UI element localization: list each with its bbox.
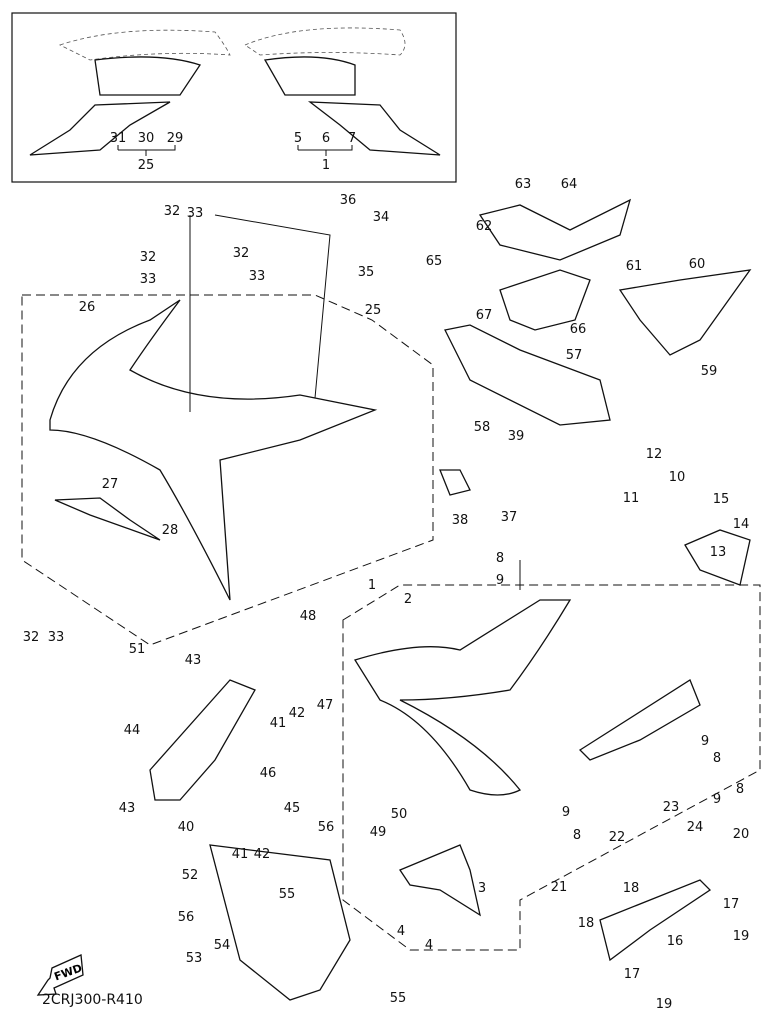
callout-4: 4 bbox=[425, 938, 433, 953]
inset-decals-panel bbox=[11, 12, 457, 183]
callout-35: 35 bbox=[358, 265, 375, 280]
callout-33: 33 bbox=[48, 630, 65, 645]
callout-19: 19 bbox=[656, 997, 673, 1012]
callout-53: 53 bbox=[186, 951, 203, 966]
callout-17: 17 bbox=[624, 967, 641, 982]
callout-29: 29 bbox=[167, 131, 184, 146]
callout-56: 56 bbox=[178, 910, 195, 925]
callout-58: 58 bbox=[474, 420, 491, 435]
callout-14: 14 bbox=[733, 517, 750, 532]
fairing-drawings bbox=[21, 198, 761, 1001]
callout-26: 26 bbox=[79, 300, 96, 315]
callout-43: 43 bbox=[119, 801, 136, 816]
callout-36: 36 bbox=[340, 193, 357, 208]
callout-9: 9 bbox=[496, 573, 504, 588]
callout-4: 4 bbox=[397, 924, 405, 939]
callout-67: 67 bbox=[476, 308, 493, 323]
callout-32: 32 bbox=[164, 204, 181, 219]
callout-61: 61 bbox=[626, 259, 643, 274]
callout-15: 15 bbox=[713, 492, 730, 507]
callout-44: 44 bbox=[124, 723, 141, 738]
callout-40: 40 bbox=[178, 820, 195, 835]
callout-49: 49 bbox=[370, 825, 387, 840]
callout-45: 45 bbox=[284, 801, 301, 816]
callout-55: 55 bbox=[390, 991, 407, 1006]
callout-6: 6 bbox=[322, 131, 330, 146]
callout-51: 51 bbox=[129, 642, 146, 657]
fwd-arrow-icon: FWD bbox=[36, 954, 84, 996]
callout-64: 64 bbox=[561, 177, 578, 192]
callout-41: 41 bbox=[232, 847, 249, 862]
callout-17: 17 bbox=[723, 897, 740, 912]
callout-22: 22 bbox=[609, 830, 626, 845]
callout-23: 23 bbox=[663, 800, 680, 815]
callout-13: 13 bbox=[710, 545, 727, 560]
callout-19: 19 bbox=[733, 929, 750, 944]
callout-60: 60 bbox=[689, 257, 706, 272]
callout-8: 8 bbox=[496, 551, 504, 566]
callout-52: 52 bbox=[182, 868, 199, 883]
callout-8: 8 bbox=[713, 751, 721, 766]
callout-34: 34 bbox=[373, 210, 390, 225]
callout-9: 9 bbox=[562, 805, 570, 820]
callout-32: 32 bbox=[140, 250, 157, 265]
callout-41: 41 bbox=[270, 716, 287, 731]
callout-10: 10 bbox=[669, 470, 686, 485]
callout-8: 8 bbox=[736, 782, 744, 797]
callout-20: 20 bbox=[733, 827, 750, 842]
callout-9: 9 bbox=[713, 792, 721, 807]
callout-66: 66 bbox=[570, 322, 587, 337]
callout-42: 42 bbox=[254, 847, 271, 862]
callout-32: 32 bbox=[233, 246, 250, 261]
callout-3: 3 bbox=[478, 881, 486, 896]
callout-48: 48 bbox=[300, 609, 317, 624]
callout-37: 37 bbox=[501, 510, 518, 525]
callout-42: 42 bbox=[289, 706, 306, 721]
callout-63: 63 bbox=[515, 177, 532, 192]
callout-5: 5 bbox=[294, 131, 302, 146]
callout-1: 1 bbox=[322, 158, 330, 173]
callout-25: 25 bbox=[138, 158, 155, 173]
callout-12: 12 bbox=[646, 447, 663, 462]
callout-38: 38 bbox=[452, 513, 469, 528]
callout-11: 11 bbox=[623, 491, 640, 506]
callout-33: 33 bbox=[187, 206, 204, 221]
callout-47: 47 bbox=[317, 698, 334, 713]
callout-32: 32 bbox=[23, 630, 40, 645]
diagram-code: 2CRJ300-R410 bbox=[42, 992, 143, 1008]
callout-16: 16 bbox=[667, 934, 684, 949]
callout-25: 25 bbox=[365, 303, 382, 318]
callout-30: 30 bbox=[138, 131, 155, 146]
callout-55: 55 bbox=[279, 887, 296, 902]
callout-65: 65 bbox=[426, 254, 443, 269]
callout-33: 33 bbox=[140, 272, 157, 287]
callout-46: 46 bbox=[260, 766, 277, 781]
callout-56: 56 bbox=[318, 820, 335, 835]
callout-54: 54 bbox=[214, 938, 231, 953]
callout-31: 31 bbox=[110, 131, 127, 146]
callout-24: 24 bbox=[687, 820, 704, 835]
callout-18: 18 bbox=[623, 881, 640, 896]
callout-27: 27 bbox=[102, 477, 119, 492]
callout-43: 43 bbox=[185, 653, 202, 668]
callout-62: 62 bbox=[476, 219, 493, 234]
callout-8: 8 bbox=[573, 828, 581, 843]
callout-57: 57 bbox=[566, 348, 583, 363]
callout-21: 21 bbox=[551, 880, 568, 895]
callout-50: 50 bbox=[391, 807, 408, 822]
callout-9: 9 bbox=[701, 734, 709, 749]
callout-39: 39 bbox=[508, 429, 525, 444]
callout-33: 33 bbox=[249, 269, 266, 284]
callout-28: 28 bbox=[162, 523, 179, 538]
callout-59: 59 bbox=[701, 364, 718, 379]
callout-2: 2 bbox=[404, 592, 412, 607]
callout-1: 1 bbox=[368, 578, 376, 593]
callout-18: 18 bbox=[578, 916, 595, 931]
callout-7: 7 bbox=[348, 131, 356, 146]
